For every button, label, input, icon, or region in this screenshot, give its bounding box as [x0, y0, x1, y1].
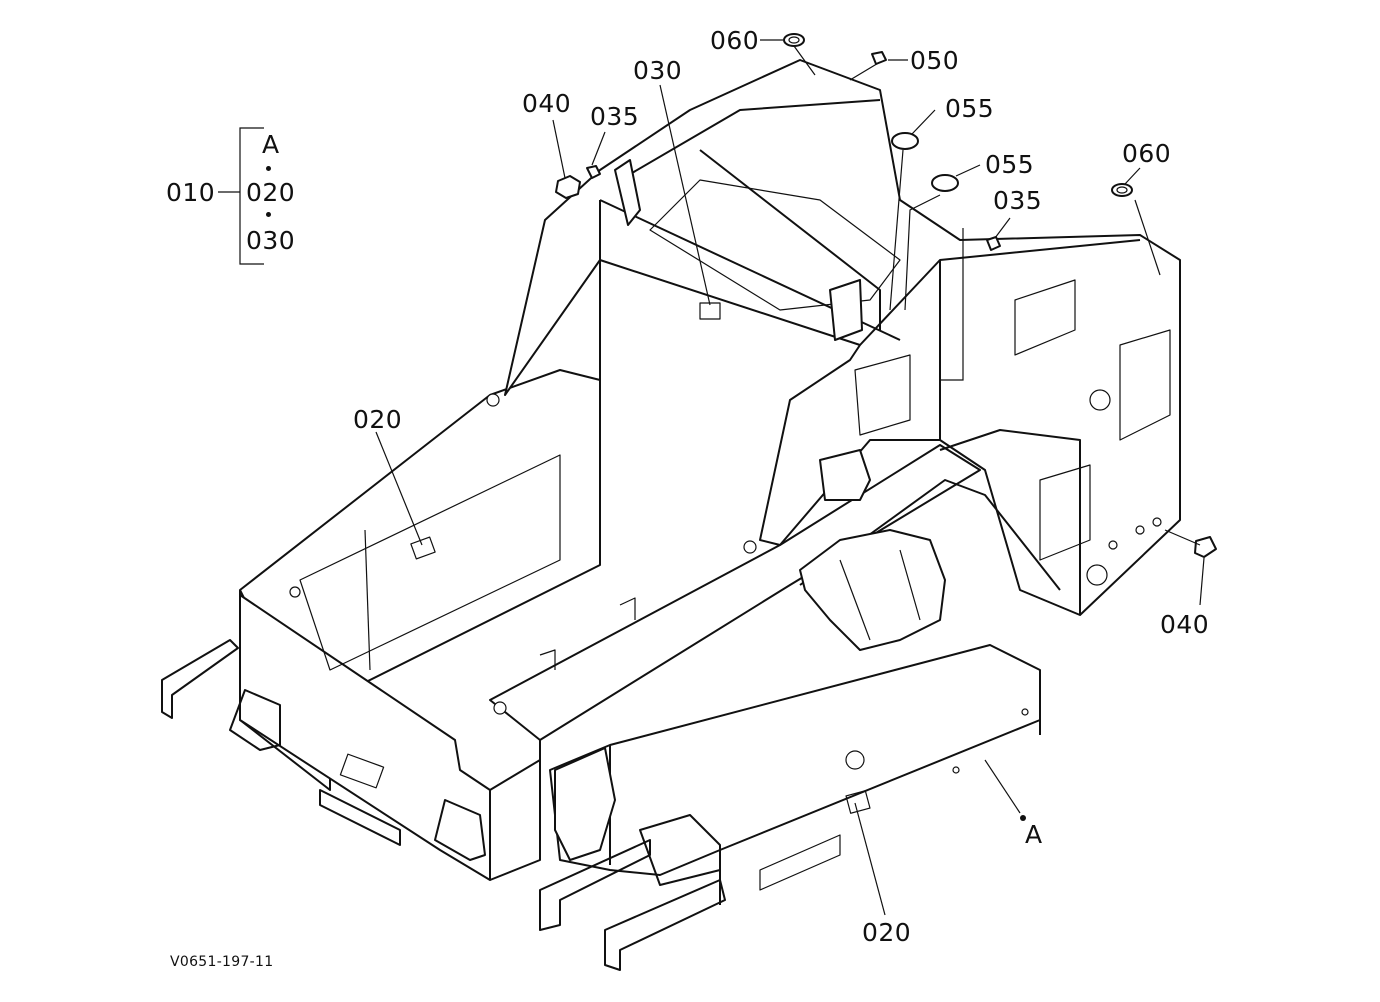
callout-a: A — [1025, 820, 1043, 849]
callout-055-b: 055 — [985, 150, 1035, 179]
nut-035-left — [586, 165, 601, 179]
legend-item-020: 020 — [246, 178, 296, 207]
legend-dot-2 — [266, 212, 271, 217]
bolt-050 — [871, 51, 887, 65]
callout-040-left: 040 — [522, 89, 572, 118]
callout-060-top: 060 — [710, 26, 760, 55]
figure-code: V0651-197-11 — [170, 954, 274, 970]
nut-040-left — [555, 175, 581, 199]
callout-055-a: 055 — [945, 94, 995, 123]
legend-item-030: 030 — [246, 226, 296, 255]
legend-parent-010: 010 — [166, 178, 216, 207]
callout-020-left: 020 — [353, 405, 403, 434]
callout-035-right: 035 — [993, 186, 1043, 215]
nut-035-right — [986, 236, 1001, 251]
main-frame — [161, 59, 1181, 971]
grommet-060-top — [783, 33, 805, 47]
cap-055-b — [931, 174, 959, 192]
legend-dot-1 — [266, 166, 271, 171]
callout-020-bottom: 020 — [862, 918, 912, 947]
cap-055-a — [891, 132, 919, 150]
callout-050: 050 — [910, 46, 960, 75]
grommet-060-right — [1111, 183, 1133, 197]
hardware-parts — [555, 33, 1217, 558]
legend-item-a: A — [262, 130, 280, 159]
callout-a-dot — [1020, 815, 1026, 821]
callout-030: 030 — [633, 56, 683, 85]
leader-lines — [218, 39, 1205, 916]
callout-040-right: 040 — [1160, 610, 1210, 639]
callout-035-left: 035 — [590, 102, 640, 131]
callout-060-right: 060 — [1122, 139, 1172, 168]
bolt-040-right — [1194, 536, 1217, 558]
